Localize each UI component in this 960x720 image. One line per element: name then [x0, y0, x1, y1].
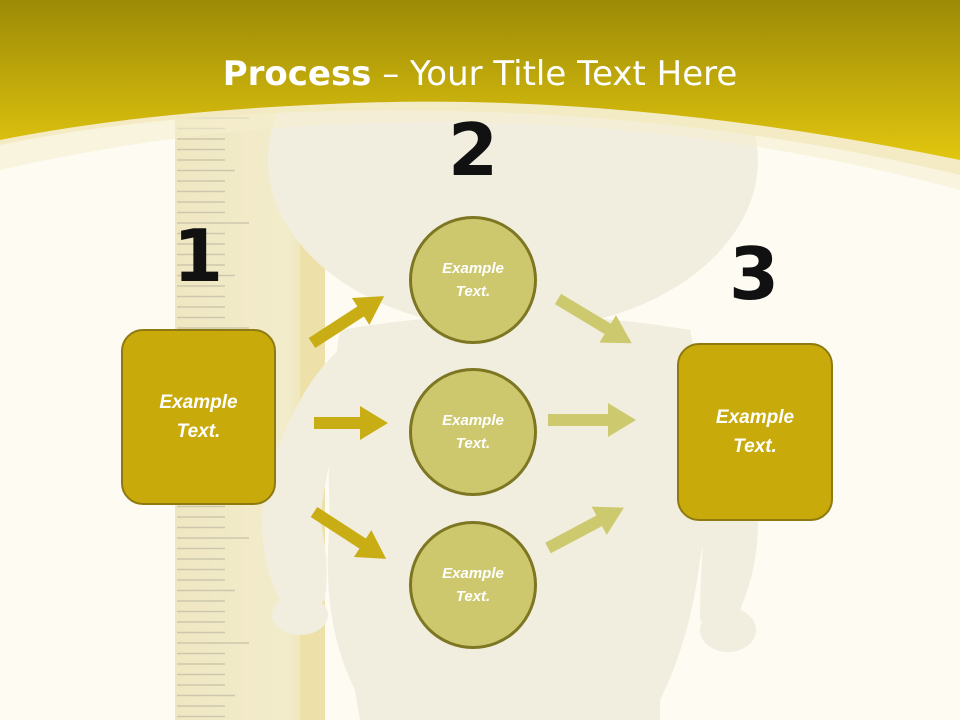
step-2-circle-2: Example Text.: [409, 368, 537, 496]
step-1-label: Example Text.: [159, 392, 238, 442]
slide-title: Process – Your Title Text Here: [0, 52, 960, 96]
title-bold: Process: [222, 54, 372, 94]
step-1-number: 1: [172, 214, 224, 298]
header-banner: [0, 0, 960, 190]
title-rest: – Your Title Text Here: [371, 54, 738, 94]
flow-arrows: [308, 293, 636, 559]
step-3-label: Example Text.: [715, 407, 795, 457]
step-2-item-3-label: Example Text.: [442, 565, 504, 605]
step-2-item-1-label: Example Text.: [442, 260, 504, 300]
step-2-circle-3: Example Text.: [409, 521, 537, 649]
arrow-2a-to-3: [554, 293, 632, 344]
step-1-box: Example Text.: [121, 329, 276, 505]
step-2-number: 2: [447, 108, 499, 192]
step-2-circle-1: Example Text.: [409, 216, 537, 344]
step-3-number: 3: [728, 232, 780, 316]
arrow-1-to-2a: [308, 296, 385, 349]
arrow-2c-to-3: [545, 506, 624, 554]
arrow-2b-to-3: [548, 403, 636, 437]
arrow-1-to-2c: [310, 506, 387, 559]
step-2-item-2-label: Example Text.: [442, 412, 504, 452]
step-3-box: Example Text.: [677, 343, 833, 521]
arrow-1-to-2b: [314, 406, 388, 440]
